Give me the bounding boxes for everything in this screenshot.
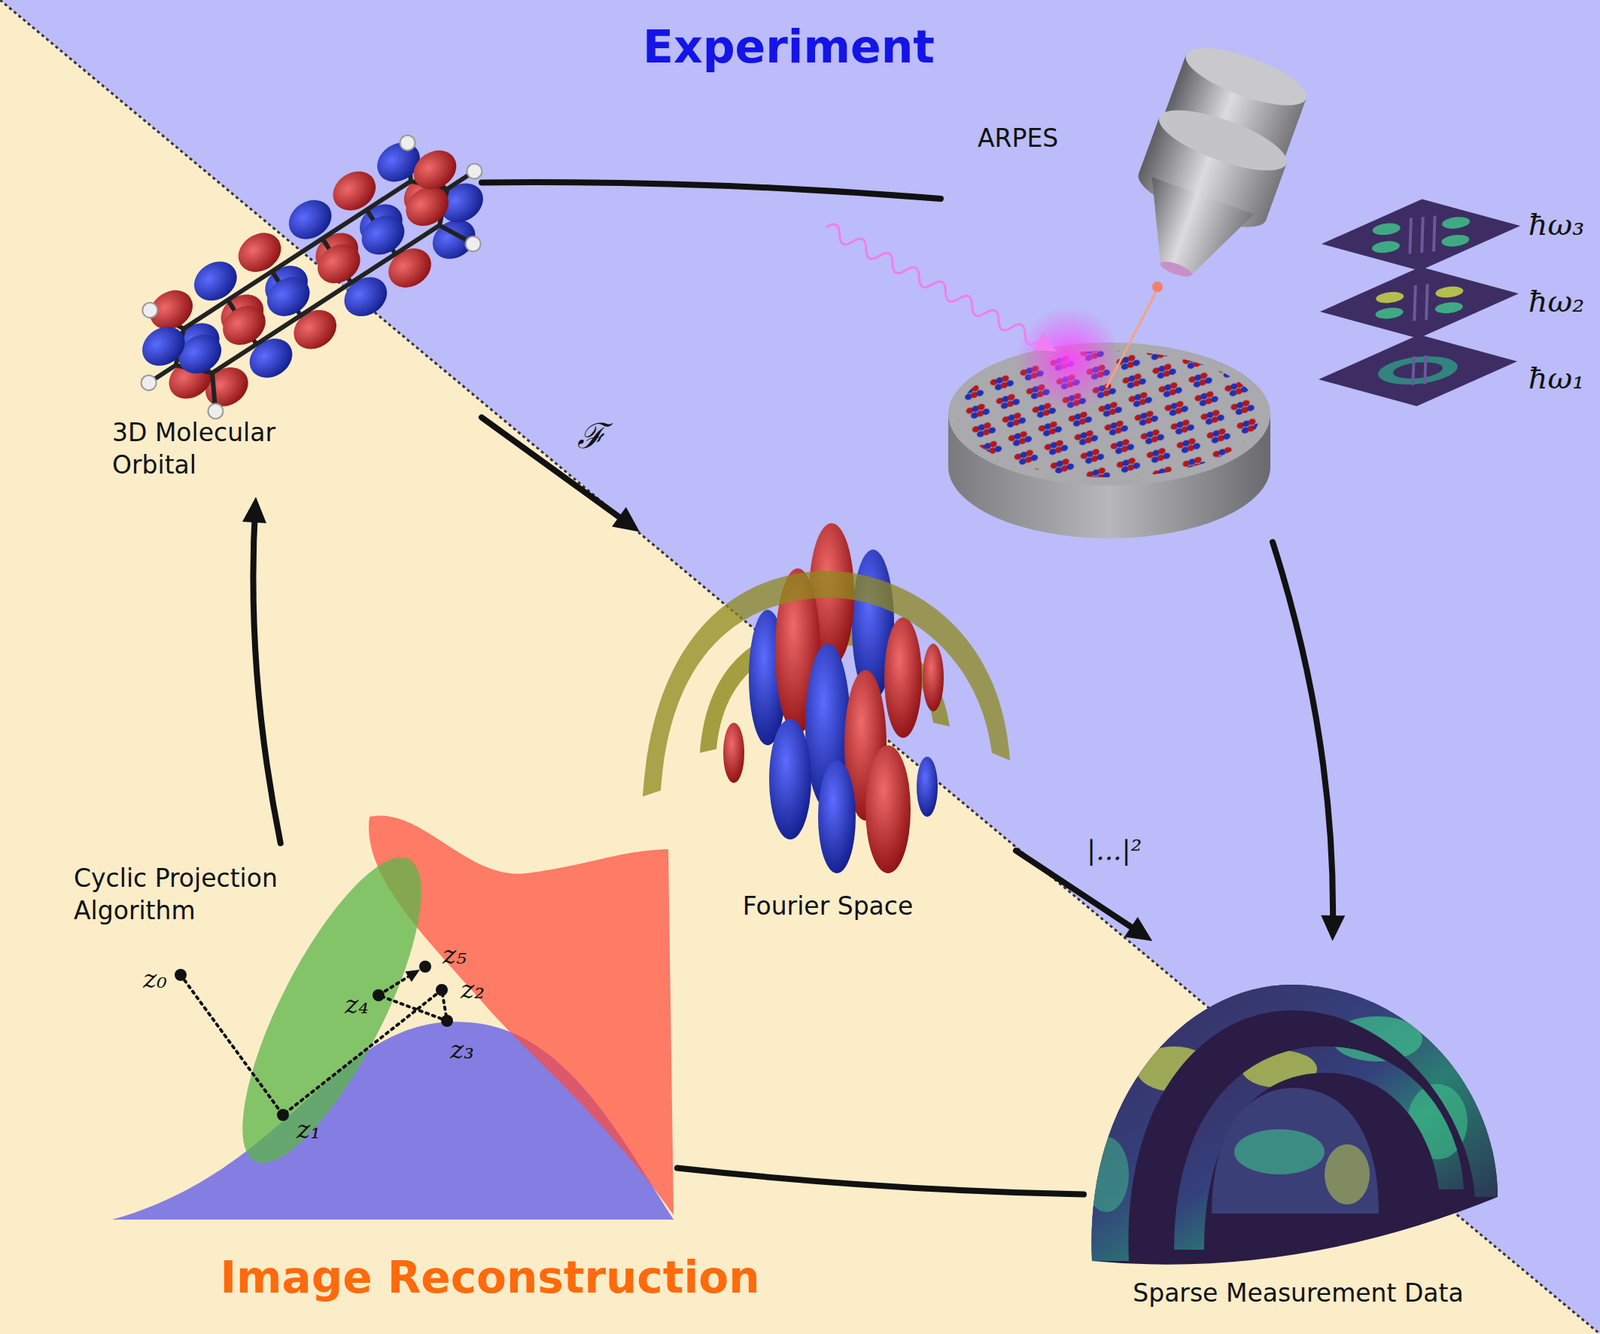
section-title: Experiment [642,19,935,74]
node-caption: Fourier Space [742,890,914,923]
caption-group: Cyclic Projection Algorithm [73,862,345,928]
connector-line [1272,541,1333,932]
connector-line [677,1168,1084,1195]
node-caption: Cyclic Projection Algorithm [73,862,345,928]
arrowhead [242,496,267,524]
arpes-panel: ARPES [940,112,1310,542]
connector-line [252,505,280,843]
connector [677,1168,1084,1195]
iterate-label: z₃ [450,1034,475,1065]
orbital-panel: 3D Molecular Orbital [105,135,482,497]
photon-energy: ħω₃ [1528,206,1585,243]
connector [481,416,640,532]
iterate-label: z₂ [460,973,485,1005]
connector-line [481,182,941,199]
caption-group: Sparse Measurement Data [1132,1277,1464,1310]
edge-label: |...|² [1086,833,1142,867]
node-caption: 3D Molecular Orbital [112,416,316,482]
iterate-label: z₄ [344,988,369,1020]
caption-group: Fourier Space [742,890,914,923]
arrowhead [1320,915,1345,941]
arrowhead [1124,916,1153,941]
iterate-label: z₁ [296,1113,321,1145]
iterate-label: z₀ [142,963,168,995]
measurement-domes [1083,984,1498,1265]
connector [242,496,281,843]
fourier-space-figure [642,523,1010,874]
caption-group: 3D Molecular Orbital [112,416,316,482]
connector [481,182,941,199]
photon-energy: ħω₁ [1528,359,1585,396]
edge-label: ℱ [577,416,606,458]
arpes-setup [821,35,1317,539]
node-caption: Sparse Measurement Data [1132,1277,1464,1310]
molecule-orbital [105,110,518,445]
node-caption: ARPES [977,122,1059,156]
measurement-panel: Sparse Measurement Data [1083,940,1513,1325]
caption-group: ARPES [977,122,1059,156]
fourier-panel: Fourier Space [639,519,1016,934]
arrowhead [611,507,640,533]
measurement-planes [1317,190,1522,416]
section-title: Image Reconstruction [220,1251,761,1305]
algorithm-panel: Cyclic Projection Algorithm [71,842,678,1235]
photon-energy: ħω₂ [1528,282,1585,320]
iterate-label: z₅ [442,939,467,971]
connector [1272,541,1345,941]
connector-line [481,416,633,527]
